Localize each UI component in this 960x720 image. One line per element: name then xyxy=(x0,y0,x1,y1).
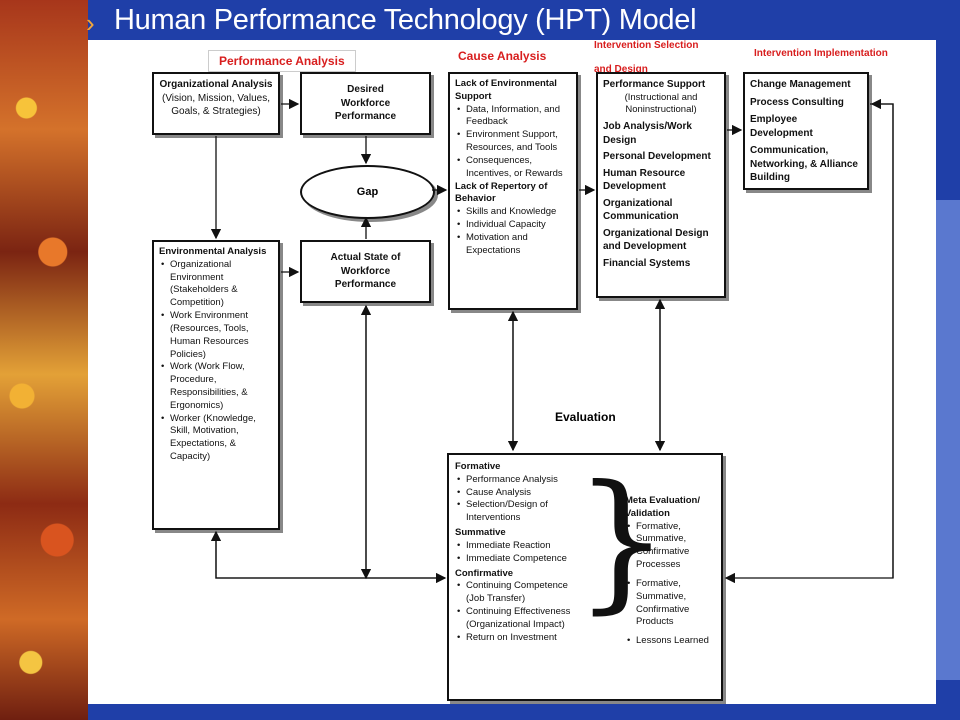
cause-title-1: Lack of Environmental Support xyxy=(455,78,557,102)
title-bar xyxy=(88,0,960,40)
evaluation-label: Evaluation xyxy=(555,410,616,424)
list-item: Human Resource Development xyxy=(603,167,686,193)
list-item: Organizational Communication xyxy=(603,197,679,223)
list-item: Personal Development xyxy=(603,151,711,163)
list-item: Return on Investment xyxy=(457,632,585,645)
list-item: Immediate Competence xyxy=(457,553,585,566)
decorative-left-strip xyxy=(0,0,88,720)
environmental-analysis-box: Environmental Analysis Organizational En… xyxy=(152,240,280,530)
list-item: Formative, Summative, Confirmative Proce… xyxy=(627,521,717,572)
cause-title-2: Lack of Repertory of Behavior xyxy=(455,180,548,205)
list-item: Process Consulting xyxy=(750,96,844,108)
change-box: Change Management Process Consulting Emp… xyxy=(743,72,869,190)
actual-state-title: Actual State of Workforce Performance xyxy=(330,252,401,291)
intervention-title: Performance Support xyxy=(603,79,706,90)
list-item: Work (Work Flow, Procedure, Responsibili… xyxy=(161,361,273,412)
cause-analysis-label: Cause Analysis xyxy=(458,49,547,63)
organizational-analysis-box: Organizational Analysis (Vision, Mission… xyxy=(152,72,280,135)
intervention-selection-box: Performance Support (Instructional and N… xyxy=(596,72,726,298)
decorative-shape xyxy=(936,200,960,680)
list-item: Lessons Learned xyxy=(627,635,717,648)
desired-performance-title: Desired Workforce Performance xyxy=(334,84,397,123)
intervention-subtitle: (Instructional and Noninstructional) xyxy=(624,91,698,116)
gap-label: Gap xyxy=(356,186,379,198)
list-item: Skills and Knowledge xyxy=(457,206,571,219)
brace-symbol: } xyxy=(574,454,670,628)
evaluation-box: Formative Performance Analysis Cause Ana… xyxy=(447,453,723,701)
slide-title: Human Performance Technology (HPT) Model xyxy=(114,4,697,36)
list-item: Performance Analysis xyxy=(457,474,585,487)
list-item: Job Analysis/Work Design xyxy=(603,121,692,146)
meta-evaluation-title: Meta Evaluation/ Validation xyxy=(625,495,700,519)
list-item: Financial Systems xyxy=(603,257,691,269)
intervention-selection-label: Intervention Selection and Design xyxy=(594,40,699,75)
list-item: Immediate Reaction xyxy=(457,540,585,553)
list-item: Individual Capacity xyxy=(457,219,571,232)
list-item: Environment Support, Resources, and Tool… xyxy=(457,129,571,155)
desired-performance-box: Desired Workforce Performance xyxy=(300,72,431,135)
actual-state-box: Actual State of Workforce Performance xyxy=(300,240,431,303)
environmental-analysis-title: Environmental Analysis xyxy=(159,246,267,257)
list-item: Worker (Knowledge, Skill, Motivation, Ex… xyxy=(161,413,273,464)
formative-title: Formative xyxy=(455,461,501,472)
list-item: Change Management xyxy=(750,79,851,90)
gap-oval: Gap xyxy=(300,165,435,219)
title-bullet-icon: › xyxy=(86,8,95,38)
performance-analysis-label: Performance Analysis xyxy=(208,50,356,72)
list-item: Work Environment (Resources, Tools, Huma… xyxy=(161,310,273,361)
list-item: Organizational Environment (Stakeholders… xyxy=(161,259,273,310)
list-item: Cause Analysis xyxy=(457,487,585,500)
cause-analysis-box: Lack of Environmental Support Data, Info… xyxy=(448,72,578,310)
list-item: Employee Development xyxy=(750,114,813,139)
list-item: Continuing Effectiveness (Organizational… xyxy=(457,606,585,632)
list-item: Communication, Networking, & Alliance Bu… xyxy=(750,145,858,183)
confirmative-title: Confirmative xyxy=(455,567,514,579)
list-item: Organizational Design and Development xyxy=(603,227,709,253)
list-item: Formative, Summative, Confirmative Produ… xyxy=(627,578,717,629)
organizational-analysis-title: Organizational Analysis xyxy=(159,79,273,90)
list-item: Selection/Design of Interventions xyxy=(457,499,585,525)
list-item: Motivation and Expectations xyxy=(457,232,571,258)
summative-title: Summative xyxy=(455,527,506,539)
list-item: Continuing Competence (Job Transfer) xyxy=(457,580,585,606)
list-item: Consequences, Incentives, or Rewards xyxy=(457,155,571,181)
organizational-analysis-body: (Vision, Mission, Values, Goals, & Strat… xyxy=(161,92,270,118)
list-item: Data, Information, and Feedback xyxy=(457,104,571,130)
